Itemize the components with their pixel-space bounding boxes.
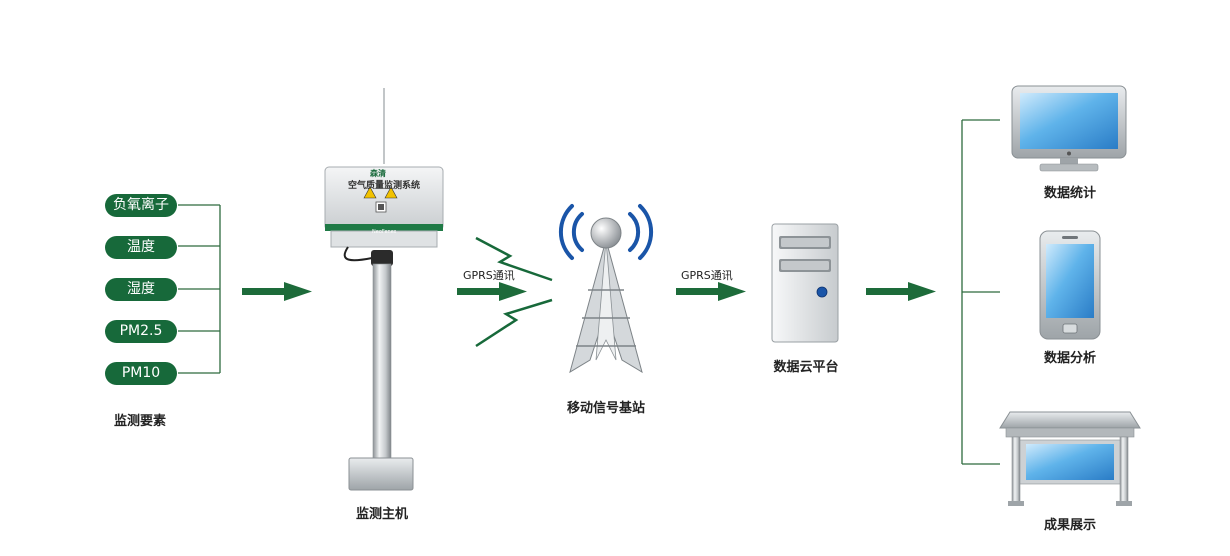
flow-arrow-1 — [242, 282, 312, 301]
server-caption: 数据云平台 — [773, 360, 839, 375]
wireless-bolt-top — [475, 236, 553, 282]
host-brand-label: 森清 — [370, 169, 386, 178]
output-caption-display: 成果展示 — [1043, 518, 1096, 533]
output-caption-statistics: 数据统计 — [1043, 186, 1096, 201]
host-caption: 监测主机 — [355, 507, 408, 522]
gprs-label-left: GPRS通讯 — [463, 269, 515, 282]
host-footer-label: NeoFenes — [372, 229, 397, 235]
sensor-pill-humidity: 湿度 — [105, 278, 177, 301]
flow-arrow-3 — [676, 282, 746, 301]
sensor-pill-negative-ion: 负氧离子 — [105, 194, 177, 217]
flow-arrow-2 — [457, 282, 527, 301]
sensor-bracket — [178, 204, 221, 374]
sensor-pill-pm25: PM2.5 — [105, 320, 177, 343]
display-kiosk-icon — [999, 411, 1141, 506]
wireless-bolt-bottom — [475, 298, 553, 348]
gprs-label-right: GPRS通讯 — [681, 269, 733, 282]
tower-caption: 移动信号基站 — [566, 401, 645, 416]
cell-tower-icon — [558, 204, 654, 374]
smartphone-icon — [1039, 230, 1101, 340]
sensor-pill-pm10: PM10 — [105, 362, 177, 385]
host-title-label: 空气质量监测系统 — [347, 181, 420, 191]
output-bracket — [961, 119, 1000, 465]
sensors-caption: 监测要素 — [113, 414, 166, 429]
monitoring-host-icon — [324, 88, 444, 491]
flow-arrow-4 — [866, 282, 936, 301]
output-caption-analysis: 数据分析 — [1043, 351, 1096, 366]
monitor-icon — [1011, 85, 1127, 172]
sensor-pill-temperature: 温度 — [105, 236, 177, 259]
server-icon — [771, 223, 839, 343]
